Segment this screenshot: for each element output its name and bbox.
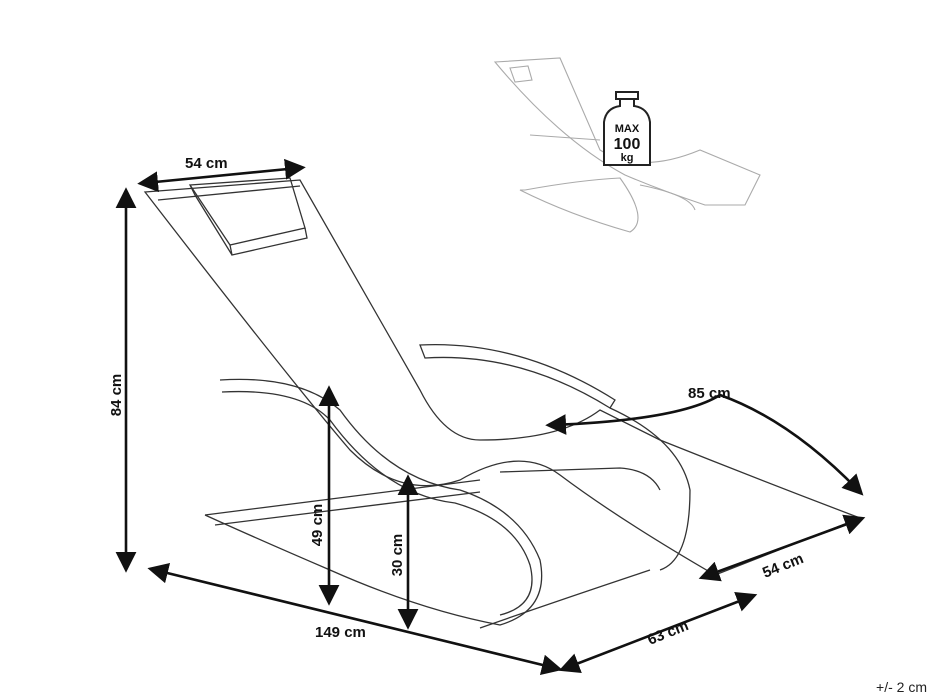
headrest-width-label: 54 cm (185, 155, 228, 172)
seat-height-label: 49 cm (309, 504, 326, 547)
length-label: 149 cm (315, 624, 366, 641)
weight-value: 100 (614, 136, 641, 153)
lounger-drawing (143, 177, 862, 629)
weight-max-label: MAX (615, 123, 640, 135)
max-weight-badge: MAX 100 kg (603, 91, 651, 166)
base-height-label: 30 cm (389, 534, 406, 577)
height-label: 84 cm (108, 374, 125, 417)
foot-length-label: 85 cm (688, 385, 731, 402)
depth-label: 63 cm (645, 617, 691, 649)
tolerance-note: +/- 2 cm (876, 679, 927, 695)
weight-unit: kg (621, 152, 634, 164)
